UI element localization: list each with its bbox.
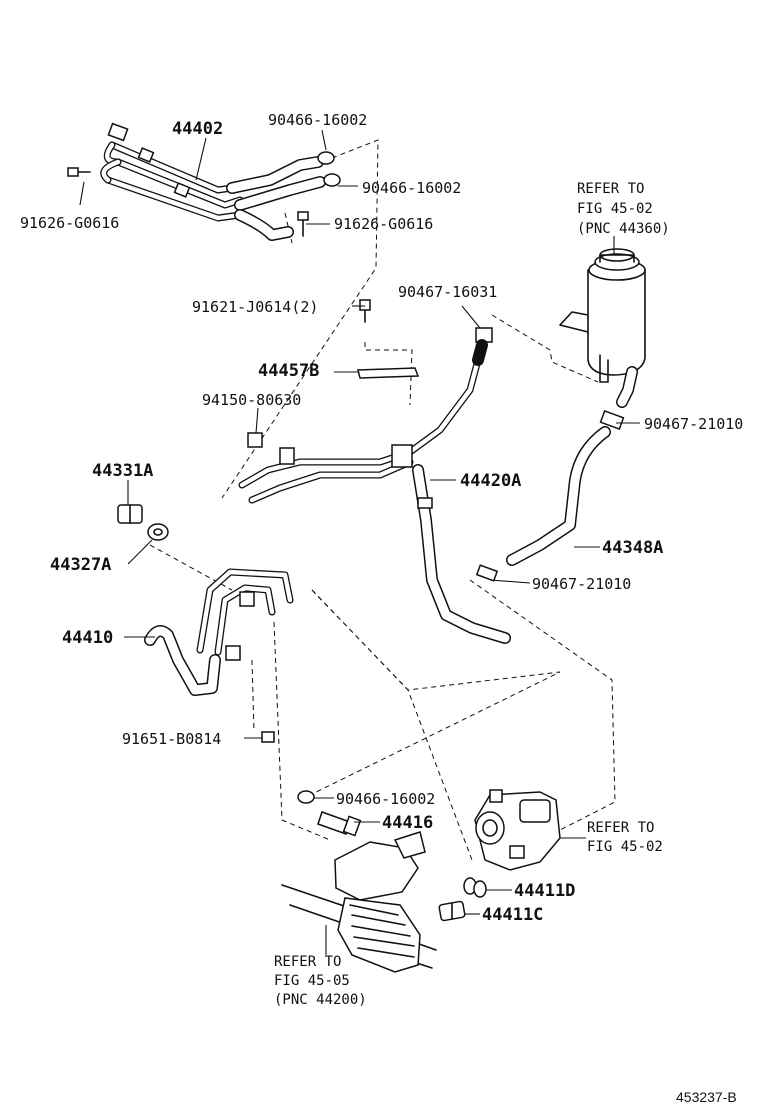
label-90466-16002-c[interactable]: 90466-16002 (336, 790, 435, 808)
label-90466-16002-b[interactable]: 90466-16002 (362, 179, 461, 197)
label-44327A[interactable]: 44327A (50, 555, 111, 575)
part-labels: 44402 90466-16002 90466-16002 91626-G061… (20, 111, 743, 925)
cooler-tube-44402[interactable] (100, 122, 326, 241)
svg-text:FIG 45-02: FIG 45-02 (577, 201, 653, 217)
assembly-dashed-lines (149, 139, 616, 861)
label-90467-16031[interactable]: 90467-16031 (398, 283, 497, 301)
tube-44420A[interactable] (238, 339, 511, 644)
label-44402[interactable]: 44402 (172, 119, 223, 139)
label-44348A[interactable]: 44348A (602, 538, 663, 558)
label-91651-B0814[interactable]: 91651-B0814 (122, 730, 221, 748)
label-91626-G0616-b[interactable]: 91626-G0616 (334, 215, 433, 233)
label-90466-16002-a[interactable]: 90466-16002 (268, 111, 367, 129)
ref-note-pump: REFER TO FIG 45-02 (587, 820, 663, 855)
reservoir-tank[interactable] (559, 248, 646, 408)
union-bolt-44331A[interactable] (117, 504, 143, 524)
svg-text:(PNC 44360): (PNC 44360) (577, 221, 670, 237)
bracket-44457B[interactable] (357, 299, 420, 379)
svg-text:REFER TO: REFER TO (587, 820, 654, 836)
label-44411C[interactable]: 44411C (482, 905, 543, 925)
label-44457B[interactable]: 44457B (258, 361, 319, 381)
bolt-icon[interactable] (67, 167, 309, 237)
union-44416[interactable] (317, 811, 362, 837)
steering-gear[interactable] (281, 831, 437, 973)
gasket-44411D[interactable] (463, 877, 487, 898)
ref-note-gear: REFER TO FIG 45-05 (PNC 44200) (274, 954, 367, 1008)
label-44416[interactable]: 44416 (382, 813, 433, 833)
label-91621-J0614[interactable]: 91621-J0614(2) (192, 298, 318, 316)
label-90467-21010-b[interactable]: 90467-21010 (532, 575, 631, 593)
leader-lines (79, 129, 640, 955)
svg-text:REFER TO: REFER TO (577, 181, 644, 197)
label-91626-G0616-a[interactable]: 91626-G0616 (20, 214, 119, 232)
svg-text:REFER TO: REFER TO (274, 954, 341, 970)
label-44411D[interactable]: 44411D (514, 881, 575, 901)
label-44331A[interactable]: 44331A (92, 461, 153, 481)
figure-id: 453237-B (676, 1089, 737, 1105)
label-44410[interactable]: 44410 (62, 628, 113, 648)
label-94150-80630[interactable]: 94150-80630 (202, 391, 301, 409)
nut-94150[interactable] (247, 432, 263, 448)
union-bolt-44411C[interactable] (438, 900, 466, 922)
svg-text:FIG 45-05: FIG 45-05 (274, 973, 350, 989)
label-44420A[interactable]: 44420A (460, 471, 521, 491)
ref-note-reservoir: REFER TO FIG 45-02 (PNC 44360) (577, 181, 670, 237)
gasket-44327A[interactable] (147, 523, 169, 541)
power-steering-pump[interactable] (474, 789, 561, 871)
pressure-tube-44410[interactable] (144, 568, 294, 743)
svg-text:FIG 45-02: FIG 45-02 (587, 839, 663, 855)
boot-bellows (337, 897, 421, 973)
svg-text:(PNC 44200): (PNC 44200) (274, 992, 367, 1008)
clamp-90466-lower[interactable] (297, 790, 315, 804)
label-90467-21010-a[interactable]: 90467-21010 (644, 415, 743, 433)
clamp-icon[interactable] (317, 151, 341, 187)
